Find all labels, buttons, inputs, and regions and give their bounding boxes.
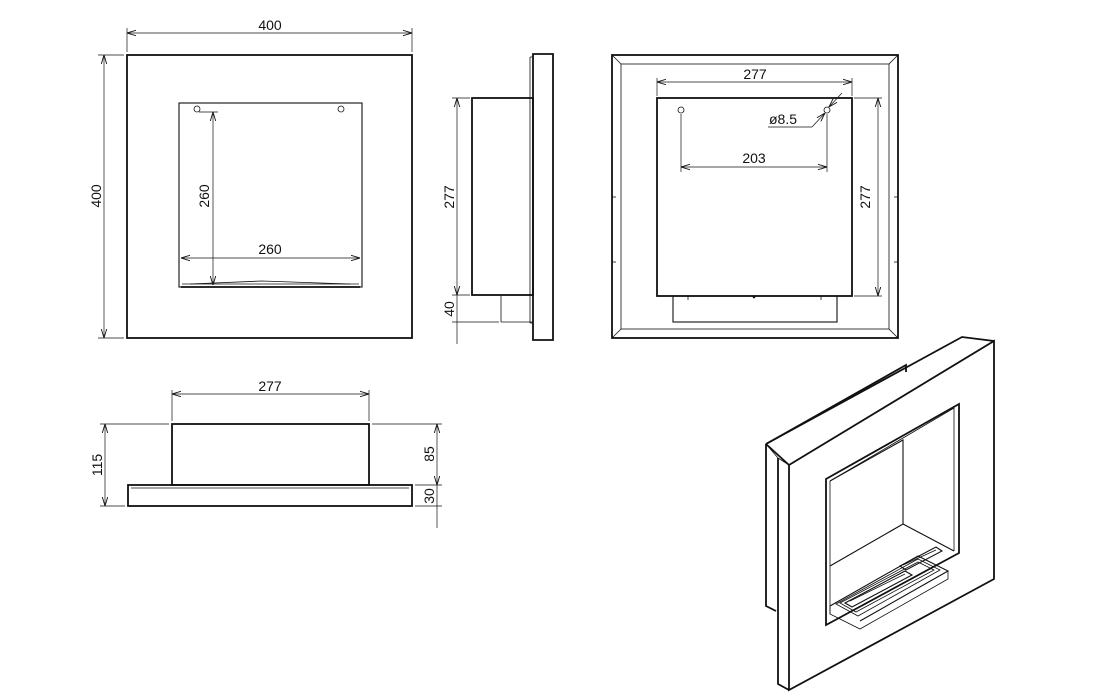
side-view: 277 40 bbox=[441, 53, 554, 344]
top-width-label: 277 bbox=[258, 378, 282, 394]
rear-hole-right bbox=[823, 106, 831, 114]
rear-height-label: 277 bbox=[857, 185, 873, 209]
dimension-front-height: 400 bbox=[88, 54, 124, 339]
dimension-front-width: 400 bbox=[126, 17, 413, 52]
iso-frame-side bbox=[765, 336, 995, 466]
front-height-label: 400 bbox=[88, 184, 104, 208]
dimension-total-depth: 115 bbox=[89, 423, 169, 507]
rear-burner-box bbox=[672, 295, 838, 323]
total-depth-label: 115 bbox=[89, 454, 105, 477]
opening-width-label: 260 bbox=[258, 241, 282, 257]
opening-height-label: 260 bbox=[196, 184, 212, 208]
side-frame bbox=[532, 53, 554, 341]
frame-depth-label: 30 bbox=[421, 488, 437, 504]
dimension-hole-diameter: ø8.5 bbox=[768, 92, 843, 128]
rear-view: 277 277 203 ø8.5 bbox=[611, 54, 899, 339]
top-frame bbox=[127, 484, 413, 507]
iso-burner bbox=[829, 546, 950, 630]
dimension-hole-spacing: 203 bbox=[680, 114, 828, 172]
mounting-hole-right bbox=[337, 105, 345, 113]
iso-opening bbox=[825, 402, 960, 627]
body-depth-label: 85 bbox=[421, 446, 437, 462]
dimension-top-width: 277 bbox=[171, 378, 370, 421]
isometric-view bbox=[765, 336, 995, 692]
top-body bbox=[171, 423, 370, 486]
dimension-rear-height: 277 bbox=[854, 97, 882, 297]
rear-frame-outline bbox=[611, 54, 899, 339]
dimension-rear-width: 277 bbox=[656, 66, 853, 96]
dimension-frame-depth: 30 bbox=[415, 485, 442, 528]
iso-frame-front bbox=[788, 339, 995, 692]
side-offset-label: 40 bbox=[441, 301, 457, 317]
rear-hole-left bbox=[677, 106, 685, 114]
front-view: 400 400 260 260 bbox=[88, 17, 413, 339]
top-view: 277 115 85 30 bbox=[89, 378, 442, 528]
rear-width-label: 277 bbox=[743, 66, 767, 82]
hole-diameter-label: ø8.5 bbox=[769, 111, 797, 127]
front-frame-outline bbox=[126, 54, 413, 339]
dimension-opening-height: 260 bbox=[196, 111, 218, 285]
dimension-body-depth: 85 bbox=[372, 423, 442, 486]
side-body bbox=[471, 97, 534, 296]
mounting-hole-left bbox=[193, 105, 201, 113]
front-width-label: 400 bbox=[258, 17, 282, 33]
side-height-label: 277 bbox=[441, 185, 457, 209]
dimension-opening-width: 260 bbox=[181, 241, 360, 258]
rear-body bbox=[656, 97, 853, 297]
dimension-side-offset: 40 bbox=[441, 295, 499, 344]
hole-spacing-label: 203 bbox=[742, 150, 766, 166]
dimension-side-height: 277 bbox=[441, 97, 470, 296]
